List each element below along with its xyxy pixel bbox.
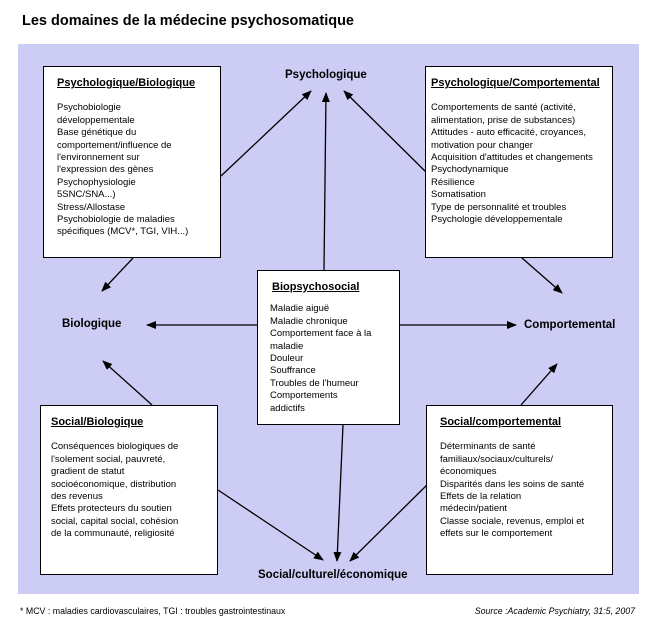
box-items: Comportements de santé (activité,aliment…	[431, 102, 606, 226]
box-item: social, capital social, cohésion	[51, 515, 179, 527]
box-item: Effets de la relation	[440, 491, 522, 503]
box-item: alimentation, prise de substances)	[431, 114, 576, 126]
box-item: gradient de statut	[51, 466, 125, 478]
box-item: 5SNC/SNA...)	[57, 189, 116, 201]
diagram-title: Les domaines de la médecine psychosomati…	[22, 13, 354, 29]
box-item: économiques	[440, 466, 497, 478]
node-biologique: Biologique	[62, 318, 122, 330]
box-item: Psychologie développementale	[431, 214, 563, 226]
arrow-socbio-to-left	[102, 360, 153, 406]
box-item: Psychophysiologie	[57, 176, 136, 188]
box-item: motivation pour changer	[431, 139, 533, 151]
box-item: Comportements	[270, 390, 338, 402]
arrow-soccomp-to-right	[520, 363, 558, 406]
box-item: Psychodynamique	[431, 164, 509, 176]
box-item: comportement/influence de	[57, 139, 172, 151]
arrow-psybio-to-top	[220, 90, 312, 177]
box-item: Somatisation	[431, 189, 486, 201]
node-social-culturel-economique: Social/culturel/économique	[258, 569, 408, 581]
box-item: effets sur le comportement	[440, 528, 553, 540]
box-social-biologique: Social/Biologique Conséquences biologiqu…	[40, 405, 218, 575]
arrow-psybio-to-left	[101, 257, 134, 292]
box-item: Stress/Allostase	[57, 201, 126, 213]
box-item: Conséquences biologiques de	[51, 441, 179, 453]
box-item: spécifiques (MCV*, TGI, VIH...)	[57, 226, 189, 238]
box-item: Classe sociale, revenus, emploi et	[440, 515, 585, 527]
node-psychologique: Psychologique	[285, 69, 367, 81]
box-item: Attitudes - auto efficacité, croyances,	[431, 127, 587, 139]
arrow-socbio-to-bottom	[217, 489, 324, 561]
arrow-soccomp-to-bottom	[349, 479, 433, 562]
box-item: familiaux/sociaux/culturels/	[440, 453, 553, 465]
box-item: Déterminants de santé	[440, 441, 536, 453]
box-item: Base génétique du	[57, 127, 137, 139]
box-item: l'expression des gènes	[57, 164, 154, 176]
box-title: Social/comportemental	[440, 416, 562, 428]
arrow-center-to-bottom	[333, 424, 344, 562]
node-comportemental: Comportemental	[524, 319, 616, 331]
box-item: l'solement social, pauvreté,	[51, 453, 166, 465]
box-item: maladie	[270, 340, 304, 352]
box-item: Comportements de santé (activité,	[431, 102, 576, 114]
box-item: Type de personnalité et troubles	[431, 201, 567, 213]
box-item: Souffrance	[270, 365, 316, 377]
box-title: Psychologique/Biologique	[57, 77, 196, 89]
box-item: Disparités dans les soins de santé	[440, 478, 585, 490]
box-item: Maladie aiguë	[270, 303, 330, 315]
box-item: développementale	[57, 114, 135, 126]
box-item: des revenus	[51, 491, 103, 503]
box-title: Biopsychosocial	[272, 281, 360, 293]
box-item: Psychobiologie de maladies	[57, 214, 175, 226]
box-title: Social/Biologique	[51, 416, 144, 428]
box-item: addictifs	[270, 402, 305, 414]
arrow-psycomp-to-top	[343, 90, 429, 175]
footnote: * MCV : maladies cardiovasculaires, TGI …	[20, 606, 286, 616]
source-credit: Source :Academic Psychiatry, 31:5, 2007	[474, 606, 635, 616]
box-title: Psychologique/Comportemental	[431, 77, 600, 89]
box-item: l'environnement sur	[57, 152, 140, 164]
box-item: Acquisition d'attitudes et changements	[431, 152, 593, 164]
box-item: Effets protecteurs du soutien	[51, 503, 172, 515]
box-item: Psychobiologie	[57, 102, 121, 114]
box-item: Résilience	[431, 176, 475, 188]
box-item: médecin/patient	[440, 503, 508, 515]
box-item: Douleur	[270, 353, 304, 365]
arrow-center-to-top	[321, 92, 330, 271]
box-item: Maladie chronique	[270, 315, 348, 327]
box-social-comportemental: Social/comportemental Déterminants de sa…	[426, 405, 613, 575]
box-item: socioéconomique, distribution	[51, 478, 177, 490]
box-psychologique-comportemental: Psychologique/Comportemental Comportemen…	[425, 66, 613, 258]
box-item: Troubles de l'humeur	[270, 377, 359, 389]
arrow-psycomp-to-right	[521, 257, 563, 294]
box-item: de la communauté, religiosité	[51, 528, 175, 540]
box-item: Comportement face à la	[270, 328, 372, 340]
